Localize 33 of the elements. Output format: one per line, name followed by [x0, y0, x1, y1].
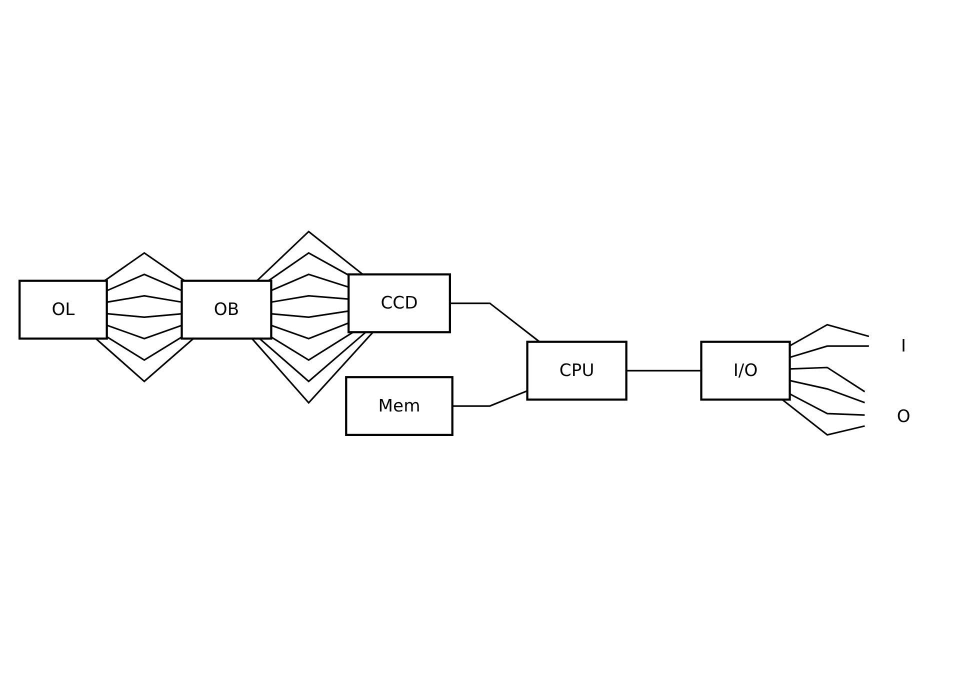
connector: [106, 313, 182, 318]
connector: [452, 390, 528, 408]
node-box: I/O: [700, 341, 791, 402]
node-box: CPU: [526, 341, 628, 402]
node-text: I: [901, 336, 906, 356]
node-box: OB: [180, 280, 272, 340]
connector: [271, 295, 349, 304]
connector: [106, 274, 182, 292]
connector: [626, 370, 702, 372]
connector: [270, 322, 349, 340]
connector: [259, 332, 366, 383]
connector: [106, 324, 182, 340]
connector: [95, 338, 194, 383]
connector: [790, 380, 865, 404]
connector: [270, 274, 349, 292]
connector: [450, 302, 540, 343]
node-box: OL: [18, 280, 108, 340]
connector: [790, 367, 866, 393]
node-text: O: [896, 406, 910, 427]
node-box: Mem: [345, 376, 454, 436]
connector: [789, 324, 870, 347]
node-box: CCD: [348, 274, 451, 334]
connector: [256, 230, 364, 282]
connector: [790, 346, 869, 359]
connector: [270, 332, 354, 362]
connector: [104, 252, 186, 282]
connector: [782, 399, 865, 436]
connector: [106, 295, 182, 304]
connector: [271, 310, 349, 318]
connector: [268, 252, 349, 282]
connector: [789, 394, 865, 416]
connector: [251, 332, 374, 404]
connector: [106, 336, 182, 362]
